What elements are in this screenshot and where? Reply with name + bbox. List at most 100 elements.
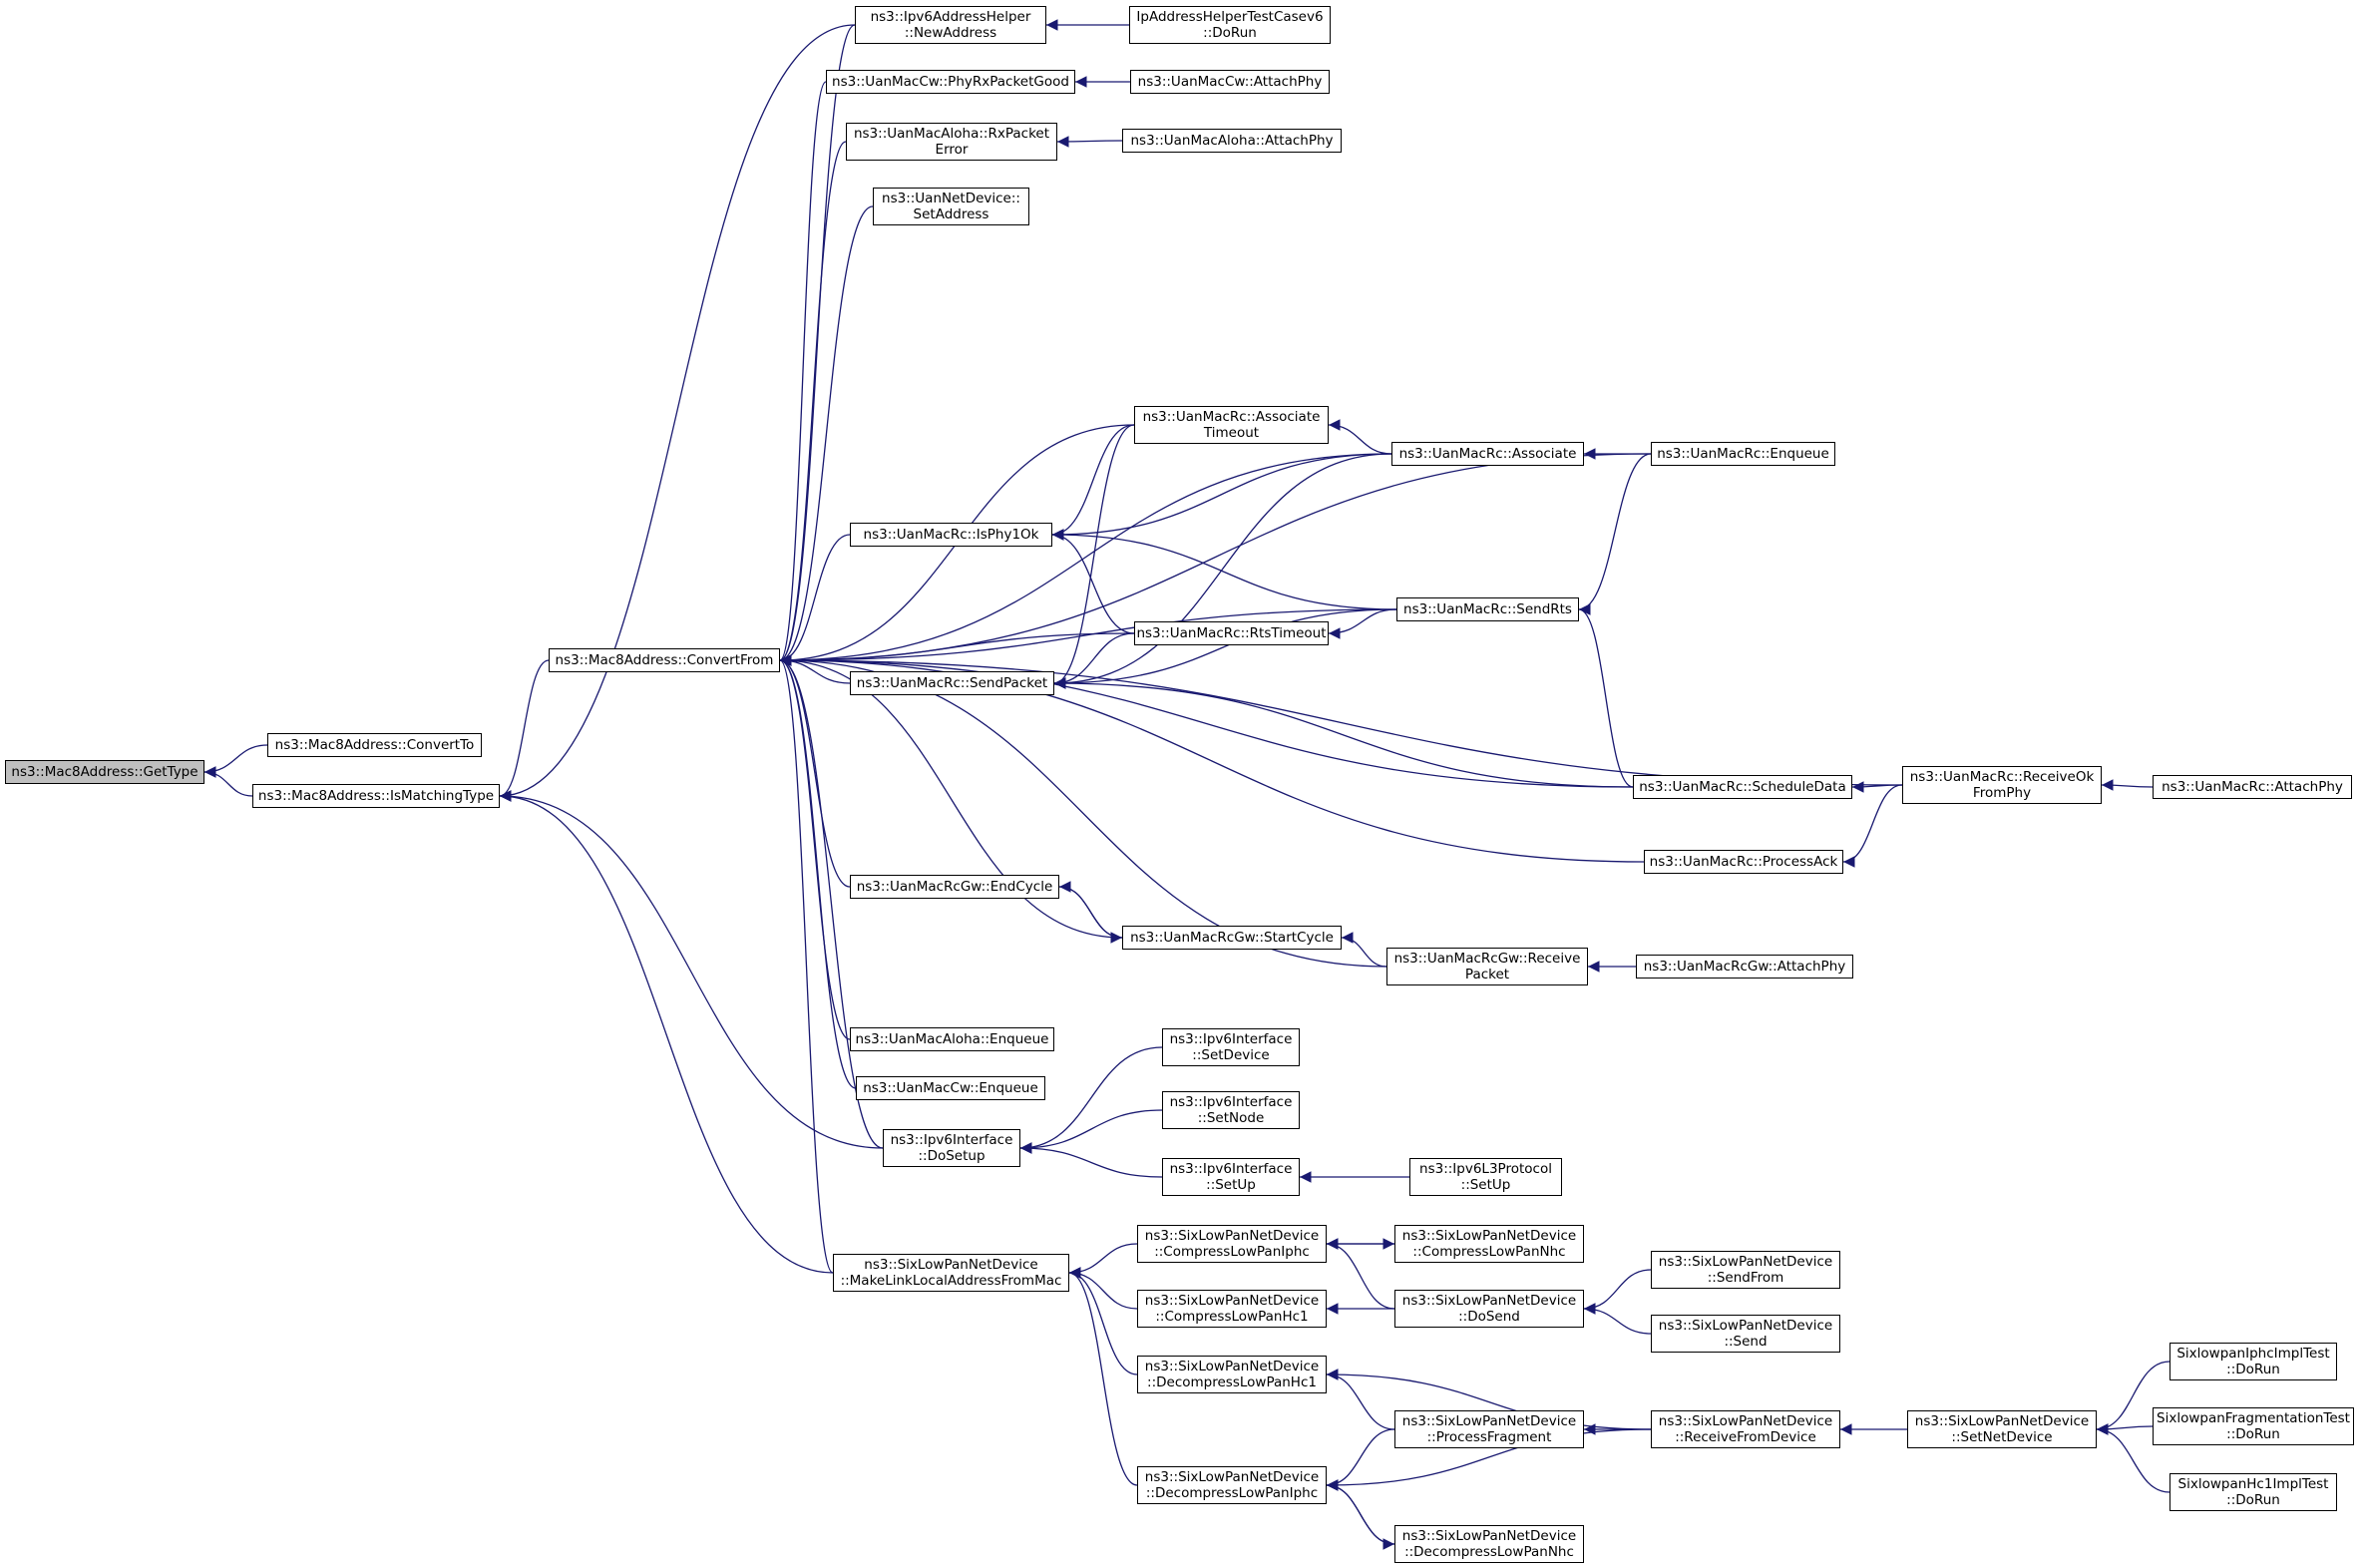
- edge-ismatchingtype-to-gettype: [203, 766, 253, 797]
- node-sixlowpanhc1impltest-dorun[interactable]: SixlowpanHc1ImplTest::DoRun: [2169, 1473, 2337, 1511]
- node-mac8address-convertfrom[interactable]: ns3::Mac8Address::ConvertFrom: [549, 648, 780, 672]
- node-sixlowpaniphcimpltest-dorun[interactable]: SixlowpanIphcImplTest::DoRun: [2169, 1343, 2337, 1380]
- node-uanmacrc-sendpacket[interactable]: ns3::UanMacRc::SendPacket: [850, 671, 1054, 695]
- node-label-line: ns3::UanMacCw::AttachPhy: [1137, 74, 1323, 90]
- node-uanmacrc-associate[interactable]: ns3::UanMacRc::Associate: [1391, 442, 1584, 466]
- node-uanmacrcgw-attachphy[interactable]: ns3::UanMacRcGw::AttachPhy: [1636, 955, 1853, 979]
- node-ipv6interface-dosetup[interactable]: ns3::Ipv6Interface::DoSetup: [883, 1129, 1020, 1167]
- node-label-line: ns3::Mac8Address::IsMatchingType: [257, 788, 495, 804]
- node-label-line: ns3::SixLowPanNetDevice: [864, 1257, 1038, 1273]
- node-label-line: ns3::SixLowPanNetDevice: [1144, 1469, 1320, 1485]
- node-label-line: ::ProcessFragment: [1426, 1429, 1552, 1445]
- node-uanmacrc-sendrts[interactable]: ns3::UanMacRc::SendRts: [1396, 597, 1579, 621]
- node-sixlowpan-decompresslowpannhc[interactable]: ns3::SixLowPanNetDevice::DecompressLowPa…: [1394, 1525, 1584, 1563]
- edge-rc_scheduledata-to-rc_sendrts: [1578, 603, 1634, 788]
- node-ipv6l3protocol-setup[interactable]: ns3::Ipv6L3Protocol::SetUp: [1409, 1158, 1562, 1196]
- edge-rc_rtstimeout-to-rc_isphy1ok: [1051, 529, 1135, 634]
- node-ipv6interface-setdevice[interactable]: ns3::Ipv6Interface::SetDevice: [1162, 1028, 1300, 1066]
- node-uanmacaloha-enqueue[interactable]: ns3::UanMacAloha::Enqueue: [850, 1027, 1054, 1051]
- node-label-line: ns3::SixLowPanNetDevice: [1144, 1293, 1320, 1309]
- node-label-line: ns3::UanMacAloha::Enqueue: [855, 1031, 1049, 1047]
- node-uanmacrc-isphy1ok[interactable]: ns3::UanMacRc::IsPhy1Ok: [850, 523, 1052, 547]
- node-uanmacaloha-attachphy[interactable]: ns3::UanMacAloha::AttachPhy: [1122, 129, 1342, 153]
- edge-slp_decompresshc1-to-slp_makelinklocal: [1068, 1267, 1138, 1375]
- node-ipv6addresshelper-newaddress[interactable]: ns3::Ipv6AddressHelper::NewAddress: [855, 6, 1046, 44]
- node-sixlowpan-decompresslowpanhc1[interactable]: ns3::SixLowPanNetDevice::DecompressLowPa…: [1137, 1356, 1327, 1393]
- edge-cw_enqueue-to-convertfrom: [779, 654, 857, 1089]
- node-sixlowpanfragmentationtest-dorun[interactable]: SixlowpanFragmentationTest::DoRun: [2153, 1407, 2354, 1445]
- node-mac8address-ismatchingtype[interactable]: ns3::Mac8Address::IsMatchingType: [252, 784, 500, 808]
- edge-slp_compresshc1-to-slp_makelinklocal: [1068, 1267, 1138, 1310]
- node-label-line: ns3::Ipv6AddressHelper: [870, 9, 1031, 25]
- edge-rc_attachphy-to-rc_receiveokfromphy: [2101, 779, 2154, 791]
- node-uanmaccw-enqueue[interactable]: ns3::UanMacCw::Enqueue: [856, 1076, 1045, 1100]
- node-sixlowpan-compresslowpanhc1[interactable]: ns3::SixLowPanNetDevice::CompressLowPanH…: [1137, 1290, 1327, 1328]
- node-ipaddresshelpertestcasev6-dorun[interactable]: IpAddressHelperTestCasev6::DoRun: [1129, 6, 1331, 44]
- node-uanmaccw-phyrxpacketgood[interactable]: ns3::UanMacCw::PhyRxPacketGood: [826, 70, 1075, 94]
- node-mac8address-convertto[interactable]: ns3::Mac8Address::ConvertTo: [267, 733, 482, 757]
- node-label-line: ns3::Ipv6Interface: [1169, 1161, 1293, 1177]
- node-sixlowpan-compresslowpannhc[interactable]: ns3::SixLowPanNetDevice::CompressLowPanN…: [1394, 1225, 1584, 1263]
- edge-slp_processfragment-to-slp_decompresshc1: [1326, 1369, 1395, 1430]
- node-label-line: ns3::UanMacRc::SendRts: [1403, 601, 1572, 617]
- node-label-line: ns3::UanMacRc::ProcessAck: [1649, 854, 1838, 870]
- edge-slp_compressiphc-to-slp_makelinklocal: [1068, 1243, 1138, 1279]
- node-label-line: ns3::UanMacRc::ScheduleData: [1639, 779, 1846, 795]
- node-label-line: ns3::UanMacCw::PhyRxPacketGood: [832, 74, 1069, 90]
- edge-rc_rtstimeout-to-convertfrom: [779, 632, 1135, 666]
- node-sixlowpan-compresslowpaniphc[interactable]: ns3::SixLowPanNetDevice::CompressLowPanI…: [1137, 1225, 1327, 1263]
- node-label-line: ns3::UanMacRc::Associate: [1398, 446, 1577, 462]
- edge-slp_processfragment-to-slp_decompressiphc: [1326, 1428, 1395, 1491]
- node-sixlowpan-dosend[interactable]: ns3::SixLowPanNetDevice::DoSend: [1394, 1290, 1584, 1328]
- node-ipv6interface-setnode[interactable]: ns3::Ipv6Interface::SetNode: [1162, 1091, 1300, 1129]
- node-label-line: ::DecompressLowPanNhc: [1404, 1544, 1574, 1560]
- edge-rc_sendrts-to-convertfrom: [779, 608, 1397, 666]
- node-label-line: ns3::UanNetDevice::: [882, 191, 1020, 206]
- node-sixlowpan-decompresslowpaniphc[interactable]: ns3::SixLowPanNetDevice::DecompressLowPa…: [1137, 1466, 1327, 1504]
- node-label-line: ns3::UanMacRc::RtsTimeout: [1136, 625, 1327, 641]
- node-uanmacrc-processack[interactable]: ns3::UanMacRc::ProcessAck: [1644, 850, 1843, 874]
- edge-ipv6if_dosetup-to-convertfrom: [779, 654, 884, 1149]
- node-label-line: ::SetNode: [1197, 1110, 1265, 1126]
- node-uanmaccw-attachphy[interactable]: ns3::UanMacCw::AttachPhy: [1130, 70, 1330, 94]
- node-sixlowpan-processfragment[interactable]: ns3::SixLowPanNetDevice::ProcessFragment: [1394, 1410, 1584, 1448]
- node-label-line: SixlowpanIphcImplTest: [2176, 1346, 2330, 1362]
- node-sixlowpan-send[interactable]: ns3::SixLowPanNetDevice::Send: [1651, 1315, 1840, 1353]
- edge-ipv6if_setup-to-ipv6if_dosetup: [1019, 1142, 1163, 1178]
- node-label-line: SixlowpanHc1ImplTest: [2177, 1476, 2329, 1492]
- node-sixlowpan-sendfrom[interactable]: ns3::SixLowPanNetDevice::SendFrom: [1651, 1251, 1840, 1289]
- edge-rc_rtstimeout-to-rc_sendpacket: [1053, 632, 1135, 689]
- node-sixlowpan-makelinklocaladdressfrommac[interactable]: ns3::SixLowPanNetDevice::MakeLinkLocalAd…: [833, 1254, 1069, 1292]
- node-uanmacrc-scheduledata[interactable]: ns3::UanMacRc::ScheduleData: [1633, 775, 1852, 799]
- node-label-line: ns3::UanMacRcGw::EndCycle: [856, 879, 1053, 895]
- edge-rcgw_startcycle-to-convertfrom: [779, 654, 1123, 939]
- node-sixlowpan-receivefromdevice[interactable]: ns3::SixLowPanNetDevice::ReceiveFromDevi…: [1651, 1410, 1840, 1448]
- node-label-line: ns3::UanMacCw::Enqueue: [863, 1080, 1038, 1096]
- node-uanmacrcgw-startcycle[interactable]: ns3::UanMacRcGw::StartCycle: [1122, 926, 1342, 950]
- edge-slp_makelinklocal-to-ismatchingtype: [499, 790, 834, 1274]
- edge-rc_receiveokfromphy-to-rc_scheduledata: [1851, 781, 1903, 793]
- node-uanmacrc-enqueue[interactable]: ns3::UanMacRc::Enqueue: [1651, 442, 1835, 466]
- edge-netdev_setaddress-to-convertfrom: [779, 205, 874, 666]
- node-uanmacrc-attachphy[interactable]: ns3::UanMacRc::AttachPhy: [2153, 775, 2352, 799]
- node-uanmacrcgw-endcycle[interactable]: ns3::UanMacRcGw::EndCycle: [850, 875, 1059, 899]
- node-label-line: ns3::UanMacAloha::RxPacket: [853, 126, 1050, 142]
- node-label-line: ns3::SixLowPanNetDevice: [1914, 1413, 2090, 1429]
- node-label-line: ns3::Ipv6L3Protocol: [1419, 1161, 1552, 1177]
- edge-slp_send-to-slp_dosend: [1583, 1303, 1652, 1335]
- edge-slp_makelinklocal-to-convertfrom: [779, 654, 834, 1274]
- node-label-line: ::DoSend: [1458, 1309, 1520, 1325]
- node-sixlowpan-setnetdevice[interactable]: ns3::SixLowPanNetDevice::SetNetDevice: [1907, 1410, 2097, 1448]
- node-uannetdevice-setaddress[interactable]: ns3::UanNetDevice::SetAddress: [873, 188, 1029, 225]
- node-ipv6interface-setup[interactable]: ns3::Ipv6Interface::SetUp: [1162, 1158, 1300, 1196]
- edge-rcgw_endcycle-to-rcgw_startcycle: [1058, 886, 1123, 944]
- edge-cw_phyrxpacketgood-to-convertfrom: [779, 81, 827, 666]
- node-uanmacrc-rtstimeout[interactable]: ns3::UanMacRc::RtsTimeout: [1134, 621, 1329, 645]
- node-label-line: ::SetNetDevice: [1951, 1429, 2053, 1445]
- node-label-line: ns3::Ipv6Interface: [890, 1132, 1013, 1148]
- node-label-line: Error: [935, 142, 969, 158]
